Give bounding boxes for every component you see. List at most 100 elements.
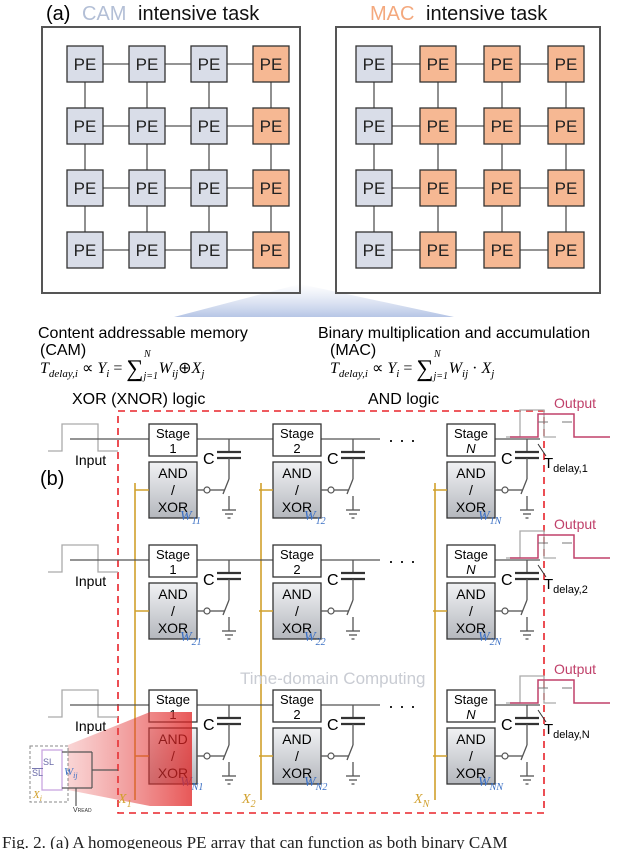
cam-accent-word: CAM xyxy=(82,3,126,25)
pe-label: PE xyxy=(555,117,578,136)
time-domain-caption: Time-domain Computing xyxy=(240,669,426,688)
switch-arm xyxy=(222,478,230,495)
gate-label: / xyxy=(171,482,175,498)
pe-block xyxy=(419,45,457,83)
inverter-bubble xyxy=(501,607,509,615)
and-xor-gate xyxy=(148,461,198,519)
switch-arm xyxy=(222,599,230,616)
input-pulse xyxy=(48,544,118,573)
pe-label: PE xyxy=(74,179,97,198)
x-subscript: 2 xyxy=(251,799,256,810)
stage-block xyxy=(272,689,322,723)
switch-arm xyxy=(520,478,528,495)
switch-arm xyxy=(346,599,354,616)
gate-label: XOR xyxy=(282,499,312,515)
pe-block xyxy=(483,169,521,207)
zoom-spotlight xyxy=(174,284,454,317)
t-delay-subscript: delay,1 xyxy=(553,463,588,475)
t-delay-subscript: delay,N xyxy=(553,729,590,741)
inverter-bubble xyxy=(203,752,211,760)
t-delay-pointer xyxy=(537,709,547,723)
switch-arm xyxy=(346,744,354,761)
cam-logic-label: XOR (XNOR) logic xyxy=(72,391,205,408)
pe-row: Input· · ·Stage1CAND/XORW21Stage2CAND/XO… xyxy=(48,516,610,648)
t-delay-subscript: delay,2 xyxy=(553,584,588,596)
weight-subscript: 21 xyxy=(192,637,202,648)
pe-label: PE xyxy=(363,117,386,136)
stage-number: N xyxy=(466,562,476,577)
pe-label: PE xyxy=(427,55,450,74)
pe-label: PE xyxy=(198,117,221,136)
cam-heading-abbrev: (CAM) xyxy=(40,342,86,359)
pe-row: Input· · ·Stage1CAND/XORW11Stage2CAND/XO… xyxy=(48,395,610,527)
bitcell-x-label: Xi xyxy=(32,789,42,803)
inverter-bubble xyxy=(327,752,335,760)
pe-block xyxy=(419,169,457,207)
weight-subscript: 2N xyxy=(490,637,503,648)
pe-label: PE xyxy=(198,241,221,260)
stage-block xyxy=(272,423,322,457)
x-label: X2 xyxy=(241,792,256,810)
stage-ellipsis: · · · xyxy=(388,430,416,450)
pe-label: PE xyxy=(198,55,221,74)
pe-block xyxy=(252,169,290,207)
bitcell-weight-subscript: ij xyxy=(73,771,78,780)
pe-block xyxy=(483,45,521,83)
pe-block xyxy=(252,107,290,145)
mac-accent-word: MAC xyxy=(370,3,414,25)
output-pulse xyxy=(510,534,610,559)
and-xor-gate xyxy=(272,461,322,519)
panel-b-label: (b) xyxy=(40,468,64,490)
pe-block xyxy=(190,107,228,145)
t-delay-label: Tdelay,N xyxy=(544,721,590,741)
stage-block xyxy=(446,544,496,578)
cap-label: C xyxy=(501,572,513,589)
gate-label: XOR xyxy=(158,499,188,515)
weight-label: W12 xyxy=(304,509,326,527)
pe-label: PE xyxy=(74,55,97,74)
pe-block xyxy=(190,45,228,83)
input-pulse xyxy=(48,423,118,452)
output-pulse xyxy=(510,413,610,438)
cap-label: C xyxy=(203,717,215,734)
stage-label: Stage xyxy=(280,692,314,707)
mac-logic-label: AND logic xyxy=(368,391,439,408)
pe-label: PE xyxy=(491,117,514,136)
pe-block xyxy=(190,169,228,207)
input-label: Input xyxy=(75,452,106,468)
gate-label: AND xyxy=(158,586,188,602)
cell-zoom-beam xyxy=(68,712,192,806)
bitcell-slbar-label: SL xyxy=(32,768,43,778)
pe-label: PE xyxy=(136,179,159,198)
input-label: Input xyxy=(75,573,106,589)
panel-a-label: (a) xyxy=(46,3,70,25)
pe-label: PE xyxy=(260,179,283,198)
pe-block xyxy=(355,169,393,207)
pe-block xyxy=(355,107,393,145)
gate-label: AND xyxy=(456,586,486,602)
pe-label: PE xyxy=(136,55,159,74)
inverter-bubble xyxy=(501,486,509,494)
stage-block xyxy=(446,689,496,723)
pe-block xyxy=(128,169,166,207)
gate-label: AND xyxy=(282,731,312,747)
pe-block xyxy=(66,107,104,145)
output-label: Output xyxy=(554,661,596,677)
pe-block xyxy=(547,45,585,83)
gate-label: XOR xyxy=(456,499,486,515)
bitcell-x-subscript: i xyxy=(40,794,42,803)
pe-label: PE xyxy=(198,179,221,198)
cap-label: C xyxy=(501,451,513,468)
gate-label: AND xyxy=(282,586,312,602)
gate-label: AND xyxy=(282,465,312,481)
and-xor-gate xyxy=(272,727,322,785)
pe-label: PE xyxy=(74,117,97,136)
weight-subscript: 11 xyxy=(192,516,201,527)
time-domain-boundary xyxy=(117,410,545,814)
pe-block xyxy=(66,45,104,83)
bitcell-frame xyxy=(29,745,69,803)
stage-number: 2 xyxy=(293,562,300,577)
weight-subscript: N1 xyxy=(191,782,204,793)
stage-block xyxy=(148,423,198,457)
cap-label: C xyxy=(203,451,215,468)
